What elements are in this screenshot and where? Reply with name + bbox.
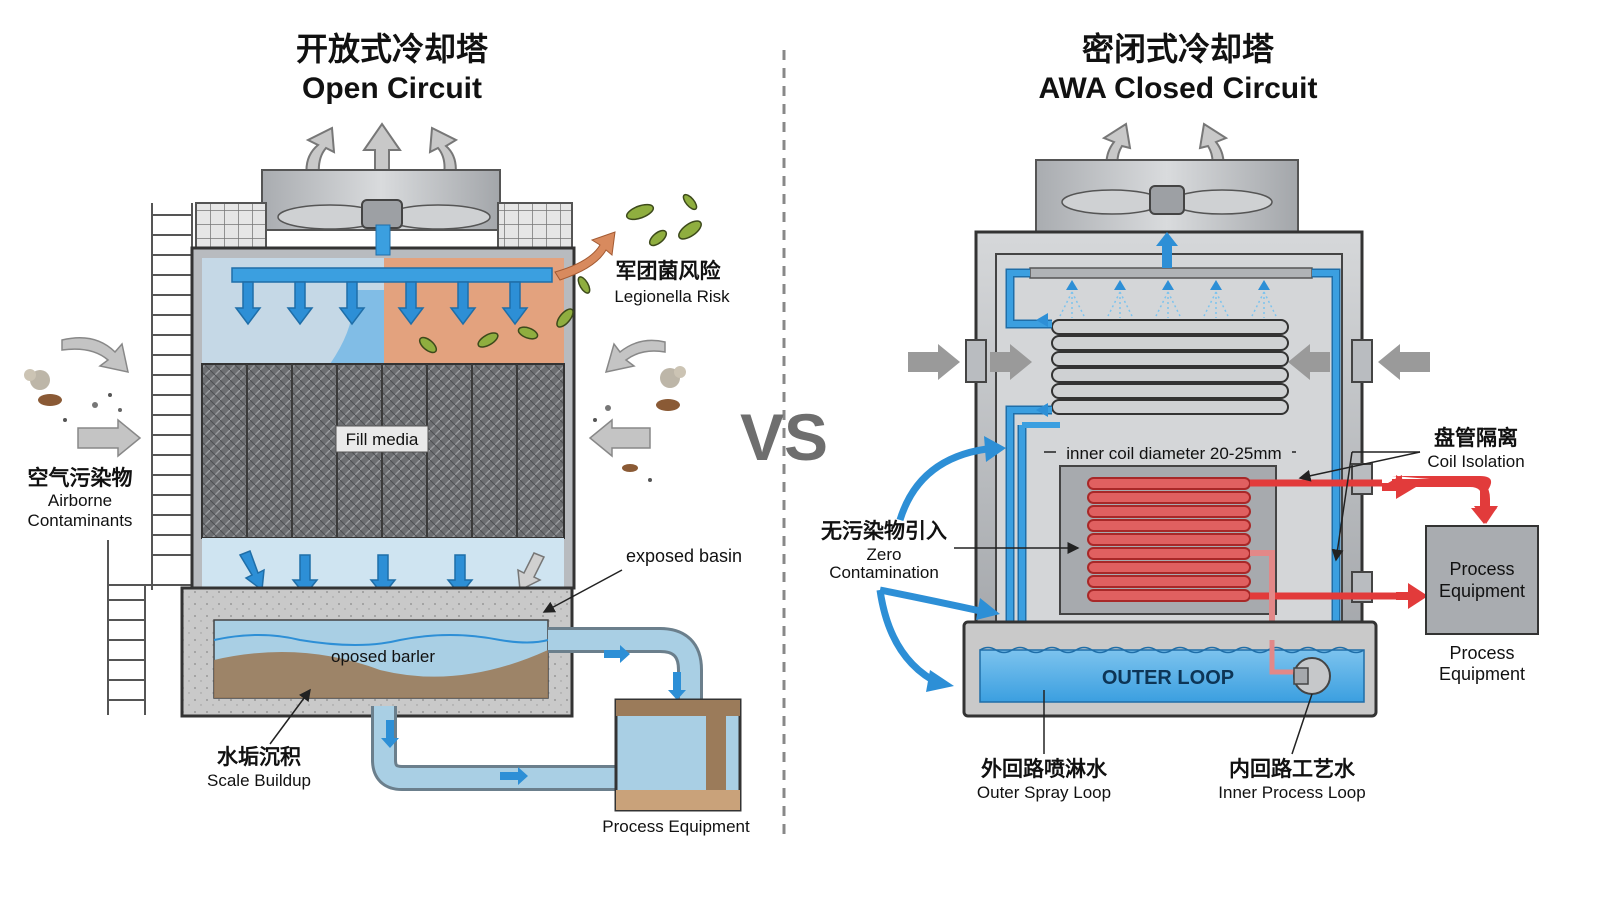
coil-isolation-en: Coil Isolation bbox=[1427, 452, 1524, 471]
distribution-header bbox=[231, 267, 553, 283]
closed-process-equipment bbox=[1425, 525, 1539, 635]
outer-spray-cn: 外回路喷淋水 bbox=[981, 757, 1108, 781]
airborne-contaminants-left bbox=[24, 337, 142, 458]
open-title-cn: 开放式冷却塔 bbox=[296, 31, 489, 67]
bacteria-escape-arrow bbox=[554, 231, 616, 281]
outer-loop-label: OUTER LOOP bbox=[1102, 667, 1234, 689]
basin-label: oposed barler bbox=[331, 647, 435, 666]
bacteria-cluster bbox=[418, 193, 702, 354]
legionella-cn: 军团菌风险 bbox=[616, 259, 722, 283]
coil-diameter-label: inner coil diameter 20-25mm bbox=[1066, 444, 1281, 463]
airborne-en-2: Contaminants bbox=[28, 511, 133, 530]
air-inlet-arrows bbox=[908, 344, 1430, 380]
zero-cn: 无污染物引入 bbox=[821, 519, 947, 543]
grille-left bbox=[195, 202, 267, 254]
scale-deposit bbox=[214, 650, 548, 698]
outer-spray-en: Outer Spray Loop bbox=[977, 783, 1111, 802]
process-box-2: Equipment bbox=[1439, 581, 1525, 601]
spray-nozzles bbox=[1066, 280, 1270, 290]
legionella-en: Legionella Risk bbox=[614, 287, 730, 306]
spray-arrows-open bbox=[234, 281, 529, 326]
fill-media-label: Fill media bbox=[346, 430, 419, 449]
airborne-cn: 空气污染物 bbox=[28, 466, 133, 490]
scale-cn: 水垢沉积 bbox=[217, 746, 301, 769]
closed-title-en: AWA Closed Circuit bbox=[1039, 72, 1318, 105]
vs-label: VS bbox=[740, 400, 828, 474]
airborne-en-1: Airborne bbox=[48, 491, 112, 510]
airborne-contaminants-right bbox=[588, 339, 686, 482]
closed-tower: inner coil diameter 20-25mm OUTER LOOP bbox=[821, 122, 1539, 802]
inner-process-cn: 内回路工艺水 bbox=[1229, 757, 1356, 781]
closed-title-cn: 密闭式冷却塔 bbox=[1082, 31, 1275, 67]
exposed-basin-label: exposed basin bbox=[626, 546, 742, 566]
outer-coil bbox=[1051, 319, 1289, 415]
grille-right bbox=[497, 202, 573, 254]
zero-en-1: Zero bbox=[867, 545, 902, 564]
scale-en: Scale Buildup bbox=[207, 771, 311, 790]
open-tower: Fill media oposed barler Process Equipme… bbox=[24, 122, 750, 836]
process-box-1: Process bbox=[1449, 559, 1514, 579]
open-process-label: Process Equipment bbox=[602, 817, 750, 836]
coil-isolation-cn: 盘管隔离 bbox=[1434, 426, 1518, 450]
ladder bbox=[107, 203, 193, 715]
zero-en-2: Contamination bbox=[829, 563, 939, 582]
inner-process-en: Inner Process Loop bbox=[1218, 783, 1365, 802]
inner-red-coil bbox=[1087, 477, 1251, 602]
process-below-2: Equipment bbox=[1439, 664, 1525, 684]
open-title-en: Open Circuit bbox=[302, 72, 482, 105]
process-below-1: Process bbox=[1449, 643, 1514, 663]
fan-hub bbox=[361, 199, 403, 229]
